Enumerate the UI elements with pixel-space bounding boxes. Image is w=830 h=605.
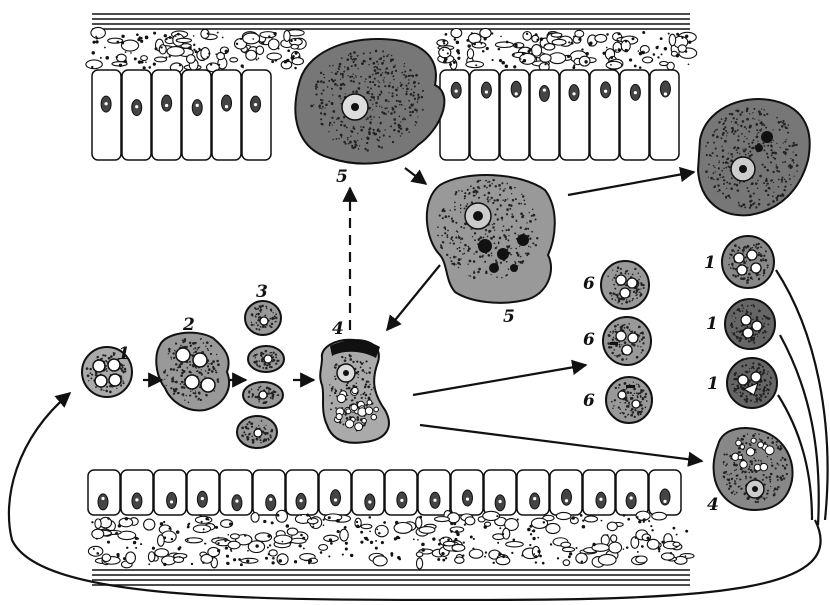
metacyst-excysting <box>156 333 229 411</box>
lower-muscle-layer <box>92 570 690 585</box>
label-stage-2: 2 <box>182 315 195 335</box>
lower-epithelium <box>88 470 681 515</box>
arrow-5-to-right <box>568 172 694 195</box>
label-stage-1-right-top: 1 <box>704 253 716 273</box>
hematophagous-trophozoite <box>427 175 555 303</box>
metacystic-trophozoites <box>237 301 284 448</box>
label-stage-4-center: 4 <box>332 319 344 339</box>
arrow-wall-to-5 <box>405 168 426 184</box>
arrow-5-to-4 <box>387 265 440 330</box>
arrow-4-to-6 <box>413 365 586 395</box>
label-stage-5-free: 5 <box>503 307 515 327</box>
label-stage-1-right-mid: 1 <box>706 314 718 334</box>
label-stage-6-mid: 6 <box>583 330 595 350</box>
upper-muscle-layer <box>92 14 690 29</box>
trophozoite-right-top <box>698 99 810 215</box>
trophozoite-right-bottom <box>714 428 793 510</box>
label-stage-3: 3 <box>256 282 268 302</box>
label-stage-1-right-bottom: 1 <box>707 374 719 394</box>
label-stage-6-top: 6 <box>583 274 595 294</box>
mature-cysts-column <box>722 236 777 408</box>
immature-cysts-column <box>601 261 652 423</box>
luminal-trophozoite <box>320 340 389 443</box>
lower-intestinal-wall <box>88 470 694 585</box>
label-stage-4-right: 4 <box>707 495 719 515</box>
label-stage-5-wall: 5 <box>336 167 348 187</box>
label-stage-1-left: 1 <box>118 344 130 364</box>
invasive-trophozoite-in-wall <box>295 39 444 164</box>
lower-connective-tissue <box>88 510 694 569</box>
arrow-4-to-right-trophozoite <box>420 425 702 461</box>
label-stage-6-bottom: 6 <box>583 391 595 411</box>
